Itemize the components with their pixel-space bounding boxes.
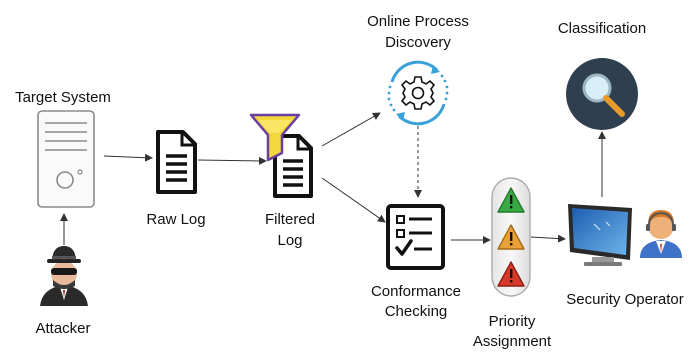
label-priority-line2: Assignment xyxy=(472,333,552,350)
gear-icon xyxy=(400,76,436,110)
checklist-icon xyxy=(386,204,445,270)
label-conformance-line1: Conformance xyxy=(370,283,462,300)
alert-medium-orange-icon xyxy=(497,224,525,250)
label-attacker: Attacker xyxy=(35,320,91,337)
filter-funnel-icon xyxy=(249,113,301,162)
edge-filtered-to-discovery xyxy=(321,112,381,147)
filtered-log-document-icon xyxy=(273,134,313,198)
label-filtered-log-line1: Filtered xyxy=(264,211,316,228)
attacker-icon xyxy=(40,246,88,306)
priority-alerts-icon xyxy=(491,177,531,297)
process-discovery-cycle-icon xyxy=(387,60,449,126)
label-discovery-line1: Online Process xyxy=(367,13,469,30)
label-conformance-line2: Checking xyxy=(384,303,448,320)
edge-rawlog-to-filtered xyxy=(197,156,267,165)
label-raw-log: Raw Log xyxy=(146,211,206,228)
magnifier-icon xyxy=(566,58,638,130)
edge-target-to-rawlog xyxy=(103,153,153,162)
label-security-operator: Security Operator xyxy=(566,291,684,308)
label-discovery-line2: Discovery xyxy=(385,34,451,51)
edge-filtered-to-conformance xyxy=(321,177,386,223)
monitor-icon xyxy=(568,204,632,266)
label-target-system: Target System xyxy=(15,89,111,106)
raw-log-document-icon xyxy=(156,130,197,194)
server-icon xyxy=(37,110,95,208)
alert-high-green-icon xyxy=(497,187,525,213)
label-filtered-log-line2: Log xyxy=(277,232,303,249)
label-priority-line1: Priority xyxy=(488,313,536,330)
label-classification: Classification xyxy=(557,20,647,37)
operator-avatar-icon xyxy=(640,210,682,258)
alert-low-red-icon xyxy=(497,261,525,287)
edge-priority-to-operator xyxy=(530,234,566,243)
